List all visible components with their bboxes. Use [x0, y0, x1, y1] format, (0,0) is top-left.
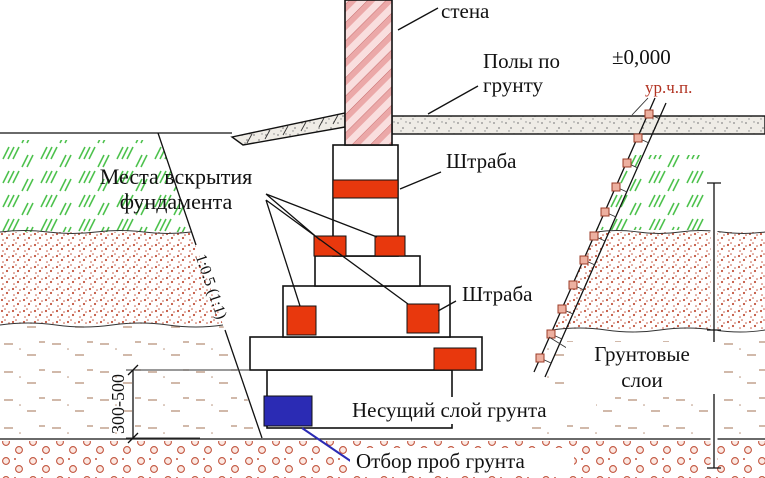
layer-boundary-right-lower: [551, 327, 765, 333]
leader-soil-sampling: [301, 427, 353, 463]
boundary-ticks: [707, 182, 721, 469]
layer-boundaries: [0, 230, 765, 440]
dim-ticks: [127, 364, 139, 444]
layer-boundary-left-lower: [0, 322, 224, 328]
sample-marker: [633, 133, 643, 143]
label-openings-line1: Места вскрытия: [100, 164, 253, 189]
pit-outline: [0, 132, 263, 439]
label-bearing-layer-text: Несущий слой грунта: [352, 398, 547, 422]
label-bg: [346, 397, 596, 424]
soil-sample-block: [263, 395, 313, 427]
pit-slope-left-lower: [224, 329, 263, 439]
soil-dots-right: [552, 232, 765, 330]
label-floor-mark: ур.ч.п.: [645, 78, 692, 97]
blind-area-hatch: [246, 114, 339, 144]
label-floors-line2: грунту: [483, 73, 543, 97]
foundation: [249, 144, 483, 429]
label-soil-layers-line2: слои: [621, 368, 663, 392]
slope-sample-markers: [535, 109, 654, 363]
floor-structures: [230, 112, 765, 146]
sample-marker: [600, 207, 610, 217]
foundation-step-1: [314, 255, 421, 287]
pit-slope-left-upper: [157, 132, 197, 246]
sample-marker: [644, 109, 654, 119]
right-boundary-line: [707, 182, 721, 469]
soil-green-right: [596, 155, 705, 230]
sample-marker: [622, 158, 632, 168]
label-soil-layers: Грунтовые слои: [566, 342, 718, 394]
sample-marker: [579, 255, 589, 265]
opening-block-mid-right: [406, 303, 440, 334]
soil-green-left: [0, 140, 191, 232]
sample-marker: [557, 304, 567, 314]
opening-block-slab-right: [433, 347, 477, 371]
label-bg: [350, 448, 574, 475]
leader-lines: [265, 7, 649, 463]
label-shtraba-lower: Штраба: [462, 282, 533, 306]
shtraba-band-pedestal: [332, 179, 399, 199]
brick-wall: [344, 0, 393, 146]
sample-marker: [568, 280, 578, 290]
sample-marker: [589, 231, 599, 241]
label-zero-level: ±0,000: [612, 45, 671, 69]
soil-dots-left: [0, 232, 223, 325]
opening-block-upper-right: [374, 235, 406, 257]
opening-block-mid-left: [286, 305, 317, 336]
label-floors-line1: Полы по: [483, 49, 560, 73]
sample-marker: [546, 329, 556, 339]
leader-fan-openings: [265, 193, 409, 307]
leader-floors: [427, 85, 479, 115]
dimension-300-500: 300-500: [108, 364, 250, 444]
layer-boundary-right-upper: [595, 230, 765, 234]
sample-marker: [611, 182, 621, 192]
leader-floor-level: [631, 97, 649, 116]
label-openings-line2: фундамента: [120, 189, 233, 214]
label-bg: [566, 342, 718, 394]
label-soil-layers-line1: Грунтовые: [594, 342, 690, 366]
leader-wall: [397, 7, 439, 31]
label-soil-sampling: Отбор проб грунта: [350, 448, 574, 475]
labels: стена Полы по грунту ±0,000 ур.ч.п. Штра…: [100, 0, 718, 475]
floor-slab: [391, 115, 765, 135]
sample-marker: [535, 353, 545, 363]
leader-shtraba-upper: [399, 171, 442, 190]
soil-dash-left: [0, 325, 260, 437]
label-soil-sampling-text: Отбор проб грунта: [356, 449, 525, 473]
leader-shtraba-lower: [437, 300, 457, 312]
slope-marker-ladder: [533, 97, 667, 378]
depth-dimension-label: 300-500: [108, 374, 128, 434]
label-wall: стена: [441, 0, 490, 23]
layer-boundary-left-upper: [0, 230, 192, 234]
label-bearing-layer: Несущий слой грунта: [346, 397, 596, 424]
label-shtraba-upper: Штраба: [446, 149, 517, 173]
ladder-rungs: [539, 113, 661, 364]
